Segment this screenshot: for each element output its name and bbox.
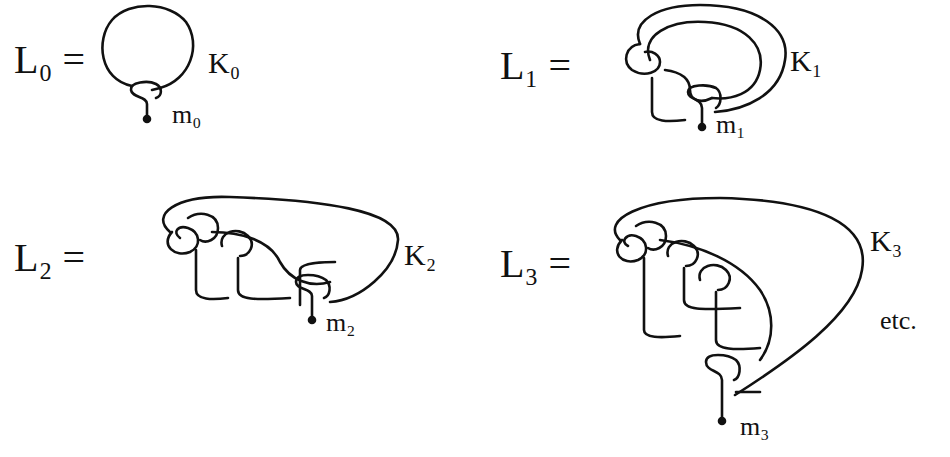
knot-name: K₃ [870,226,902,256]
link-name: L₂ = [14,238,85,278]
link-l2 [163,197,398,323]
link-l3 [615,198,863,424]
link-name: L₀ = [14,40,85,80]
knot-name: K₀ [208,48,240,78]
link-name: L₁ = [500,46,571,86]
knot-name: K₁ [790,46,822,76]
meridian-name: m₂ [326,310,355,336]
note-text: etc. [880,308,917,334]
meridian-name: m₃ [740,414,769,440]
link-l1 [626,5,785,130]
link-name: L₃ = [500,244,571,284]
meridian-name: m₀ [172,102,201,128]
meridian-name: m₁ [716,112,745,138]
knot-name: K₂ [404,240,436,270]
